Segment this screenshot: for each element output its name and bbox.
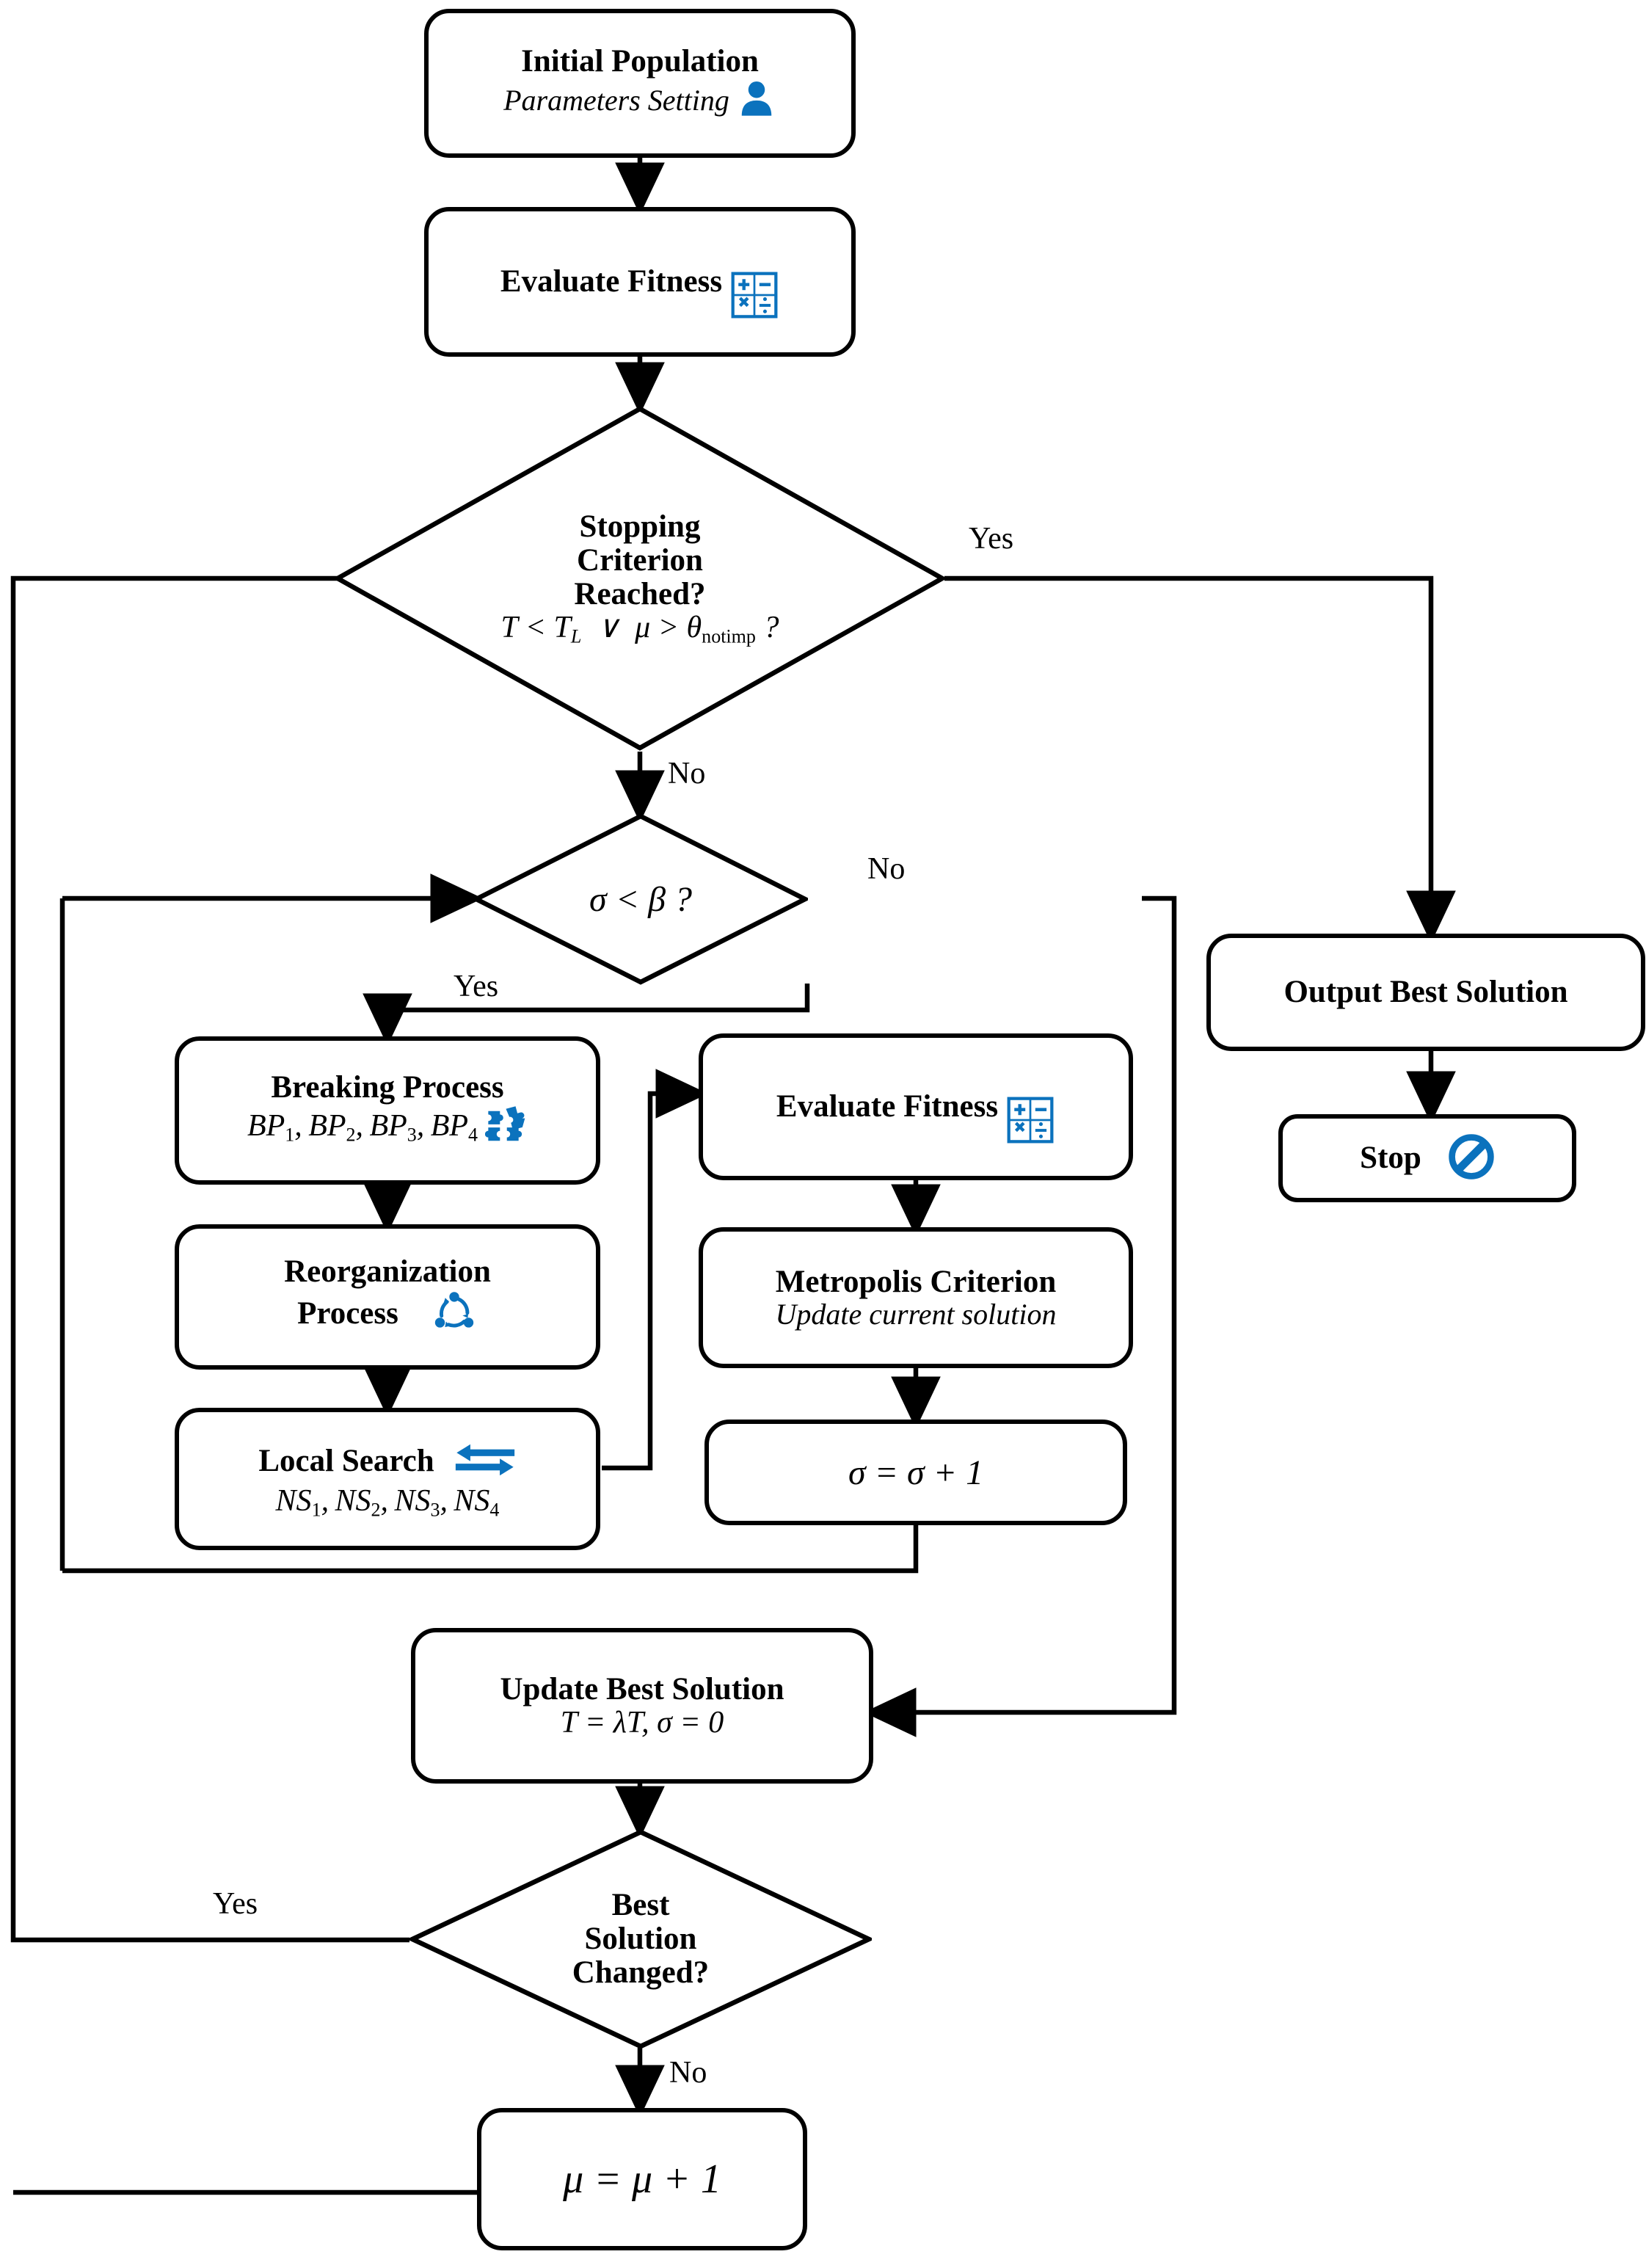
output-best-solution-title: Output Best Solution	[1283, 975, 1568, 1009]
evaluate-fitness-top-title: Evaluate Fitness	[500, 264, 723, 299]
local-search-formula: NS1, NS2, NS3, NS4	[275, 1483, 500, 1520]
edge-local-to-evaluate-inner	[602, 1069, 708, 1471]
node-local-search[interactable]: Local Search NS1, NS2, NS3, NS4	[175, 1408, 600, 1550]
node-sigma-increment[interactable]: σ = σ + 1	[704, 1420, 1127, 1525]
node-evaluate-fitness-inner[interactable]: Evaluate Fitness	[699, 1033, 1133, 1180]
reorganization-process-line2: Process	[297, 1296, 398, 1331]
edge-label-sigma-beta-yes: Yes	[454, 970, 499, 1003]
node-metropolis-criterion[interactable]: Metropolis Criterion Update current solu…	[699, 1227, 1133, 1368]
node-best-solution-changed[interactable]	[409, 1829, 872, 2049]
edge-label-sigma-beta-no: No	[867, 852, 906, 886]
puzzle-icon	[484, 1105, 528, 1151]
node-stopping-criterion[interactable]	[334, 405, 946, 752]
node-reorganization-process[interactable]: Reorganization Process	[175, 1224, 600, 1370]
metropolis-criterion-subtitle: Update current solution	[775, 1298, 1057, 1331]
edge-bestchanged-yes	[10, 553, 490, 1943]
local-search-title: Local Search	[258, 1444, 434, 1479]
edge-sigma-yes	[363, 984, 810, 1046]
initial-population-title: Initial Population	[521, 44, 759, 79]
edge-label-best-changed-no: No	[669, 2056, 707, 2090]
edge-sigma-inc-loop-back	[62, 1525, 919, 1574]
node-output-best-solution[interactable]: Output Best Solution	[1206, 934, 1645, 1051]
calculator-icon	[1005, 1095, 1055, 1149]
recycle-icon	[431, 1289, 478, 1340]
no-entry-icon	[1448, 1133, 1495, 1184]
node-mu-increment[interactable]: μ = μ + 1	[477, 2108, 807, 2250]
edge-stopping-yes	[944, 575, 1456, 943]
node-stop[interactable]: Stop	[1278, 1114, 1576, 1202]
edge-label-best-changed-yes: Yes	[213, 1887, 258, 1921]
breaking-process-formula: BP1, BP2, BP3, BP4	[247, 1109, 478, 1146]
node-initial-population[interactable]: Initial Population Parameters Setting	[424, 9, 856, 158]
user-icon	[737, 79, 776, 122]
evaluate-fitness-inner-title: Evaluate Fitness	[776, 1089, 999, 1124]
initial-population-subtitle: Parameters Setting	[503, 83, 729, 117]
edge-label-stopping-no: No	[668, 757, 706, 790]
breaking-process-title: Breaking Process	[271, 1069, 504, 1105]
update-best-solution-title: Update Best Solution	[500, 1671, 784, 1707]
node-update-best-solution[interactable]: Update Best Solution T = λT, σ = 0	[411, 1628, 873, 1784]
calculator-icon	[729, 270, 779, 324]
node-sigma-beta[interactable]	[473, 813, 808, 985]
stop-title: Stop	[1360, 1141, 1421, 1175]
mu-increment-formula: μ = μ + 1	[563, 2156, 721, 2202]
metropolis-criterion-title: Metropolis Criterion	[775, 1265, 1057, 1299]
node-breaking-process[interactable]: Breaking Process BP1, BP2, BP3, BP4	[175, 1036, 600, 1185]
sigma-increment-formula: σ = σ + 1	[848, 1453, 984, 1492]
two-way-arrows-icon	[454, 1439, 517, 1485]
reorganization-process-line1: Reorganization	[284, 1254, 491, 1289]
update-best-solution-formula: T = λT, σ = 0	[560, 1705, 724, 1740]
node-evaluate-fitness-top[interactable]: Evaluate Fitness	[424, 207, 856, 357]
edge-label-stopping-yes: Yes	[969, 522, 1014, 556]
edge-sigma-no	[864, 895, 1177, 1737]
